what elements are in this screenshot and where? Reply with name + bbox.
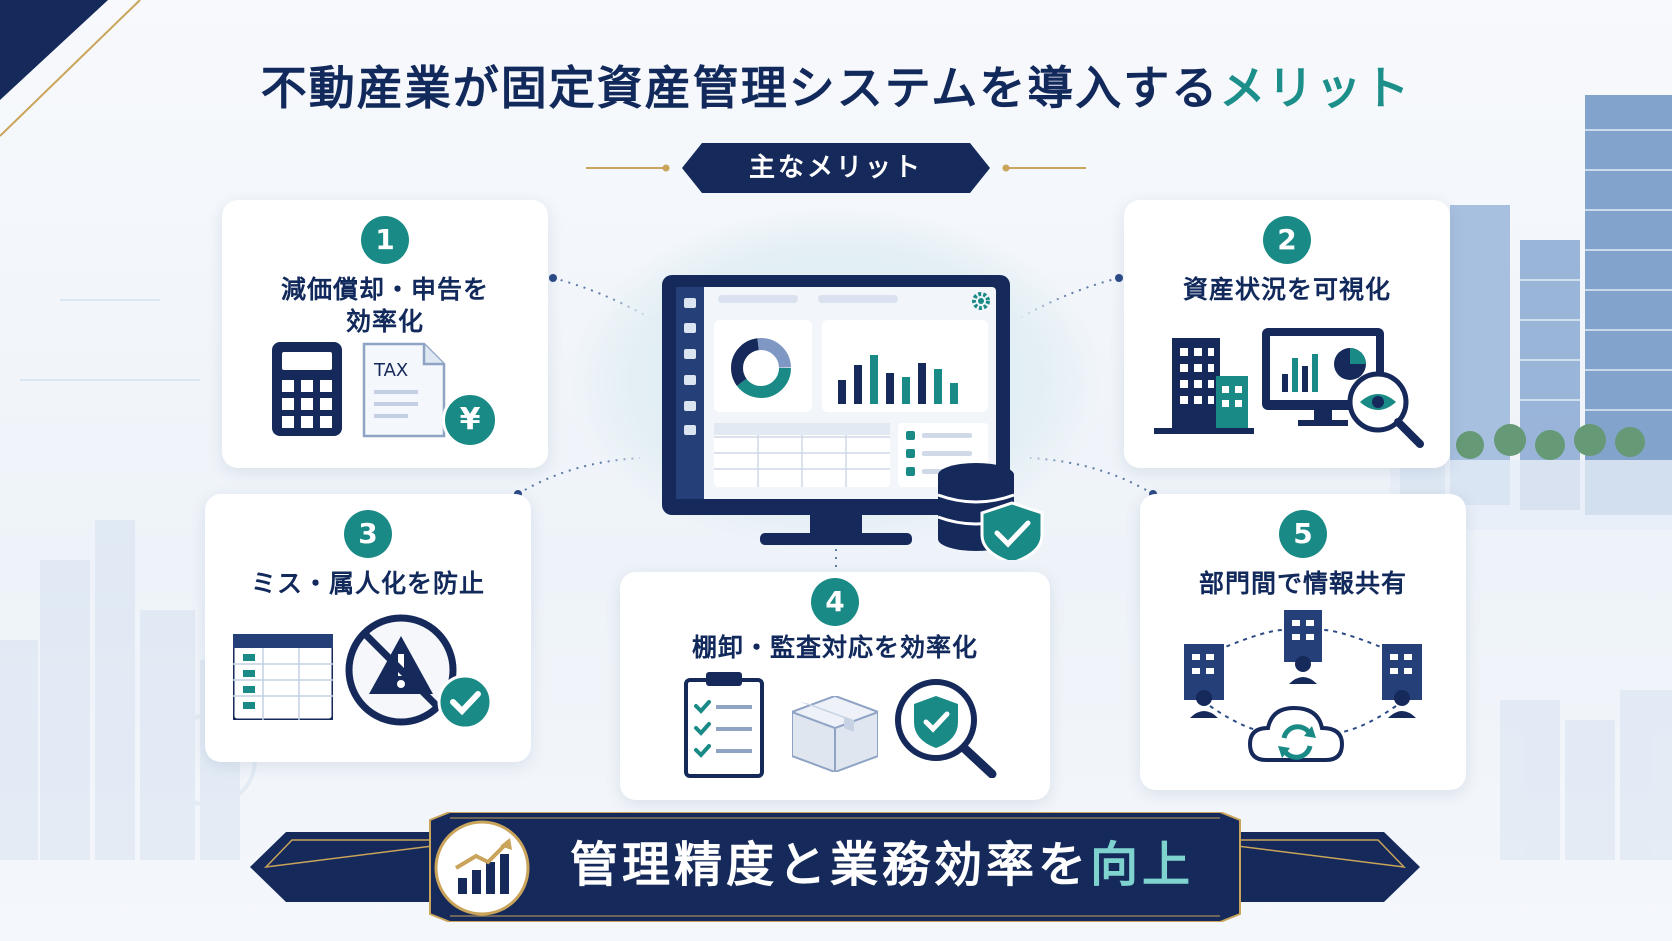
card-title-2: 資産状況を可視化: [1182, 275, 1391, 304]
gear-icon: [972, 292, 990, 310]
banner-main: 管理精度と業務効率を: [570, 837, 1091, 893]
benefit-card-3: 3 ミス・属人化を防止: [205, 494, 531, 762]
card-number-2: 2: [1263, 216, 1311, 264]
tax-label: TAX: [373, 360, 408, 381]
monitor-chart-icon: [1262, 328, 1424, 448]
buildings-network-icon: [1184, 610, 1422, 762]
card-number-4: 4: [811, 578, 859, 626]
yen-coin-icon: ¥: [442, 392, 498, 448]
benefit-card-2: 2 資産状況を可視化: [1124, 200, 1450, 468]
title-main: 不動産業が固定資産管理システムを導入する: [260, 61, 1220, 115]
building-icon: [1154, 338, 1254, 434]
calculator-icon: [272, 342, 342, 436]
subtitle-text: 主なメリット: [748, 153, 923, 183]
subtitle-ribbon: 主なメリット: [586, 143, 1086, 193]
page-title: 不動産業が固定資産管理システムを導入するメリット: [0, 52, 1672, 118]
banner-text: 管理精度と業務効率を向上: [570, 830, 1230, 900]
corner-decoration: [0, 0, 141, 137]
card-number-5: 5: [1279, 510, 1327, 558]
database-shield-icon: [937, 463, 1044, 560]
benefit-card-5: 5 部門間で情報共有: [1140, 494, 1466, 790]
banner-accent: 向上: [1090, 837, 1195, 893]
growth-chart-icon: [434, 820, 530, 916]
warning-prohibited-icon: [345, 614, 493, 730]
bottom-banner: [250, 812, 1420, 922]
eye-magnifier-icon: [1347, 371, 1424, 448]
box-icon: [792, 696, 878, 772]
cloud-sync-icon: [1247, 705, 1345, 762]
benefit-card-4: 4 棚卸・監査対応を効率化: [620, 572, 1050, 800]
card-number-3: 3: [344, 510, 392, 558]
benefit-card-1: 1 減価償却・申告を 効率化 TAX ¥: [222, 200, 548, 468]
card-title-4: 棚卸・監査対応を効率化: [691, 633, 978, 662]
card-title-5: 部門間で情報共有: [1198, 569, 1407, 598]
card-title-3: ミス・属人化を防止: [250, 569, 485, 598]
card-title-1b: 効率化: [345, 307, 424, 336]
card-title-1a: 減価償却・申告を: [280, 275, 489, 304]
spreadsheet-icon: [233, 634, 333, 720]
system-monitor-illustration: [662, 275, 1044, 560]
tax-document-icon: TAX: [362, 342, 446, 438]
clipboard-icon: [684, 672, 764, 778]
title-accent: メリット: [1219, 61, 1412, 115]
shield-magnifier-icon: [895, 679, 997, 778]
card-number-1: 1: [361, 216, 409, 264]
check-circle-icon: [437, 674, 493, 730]
